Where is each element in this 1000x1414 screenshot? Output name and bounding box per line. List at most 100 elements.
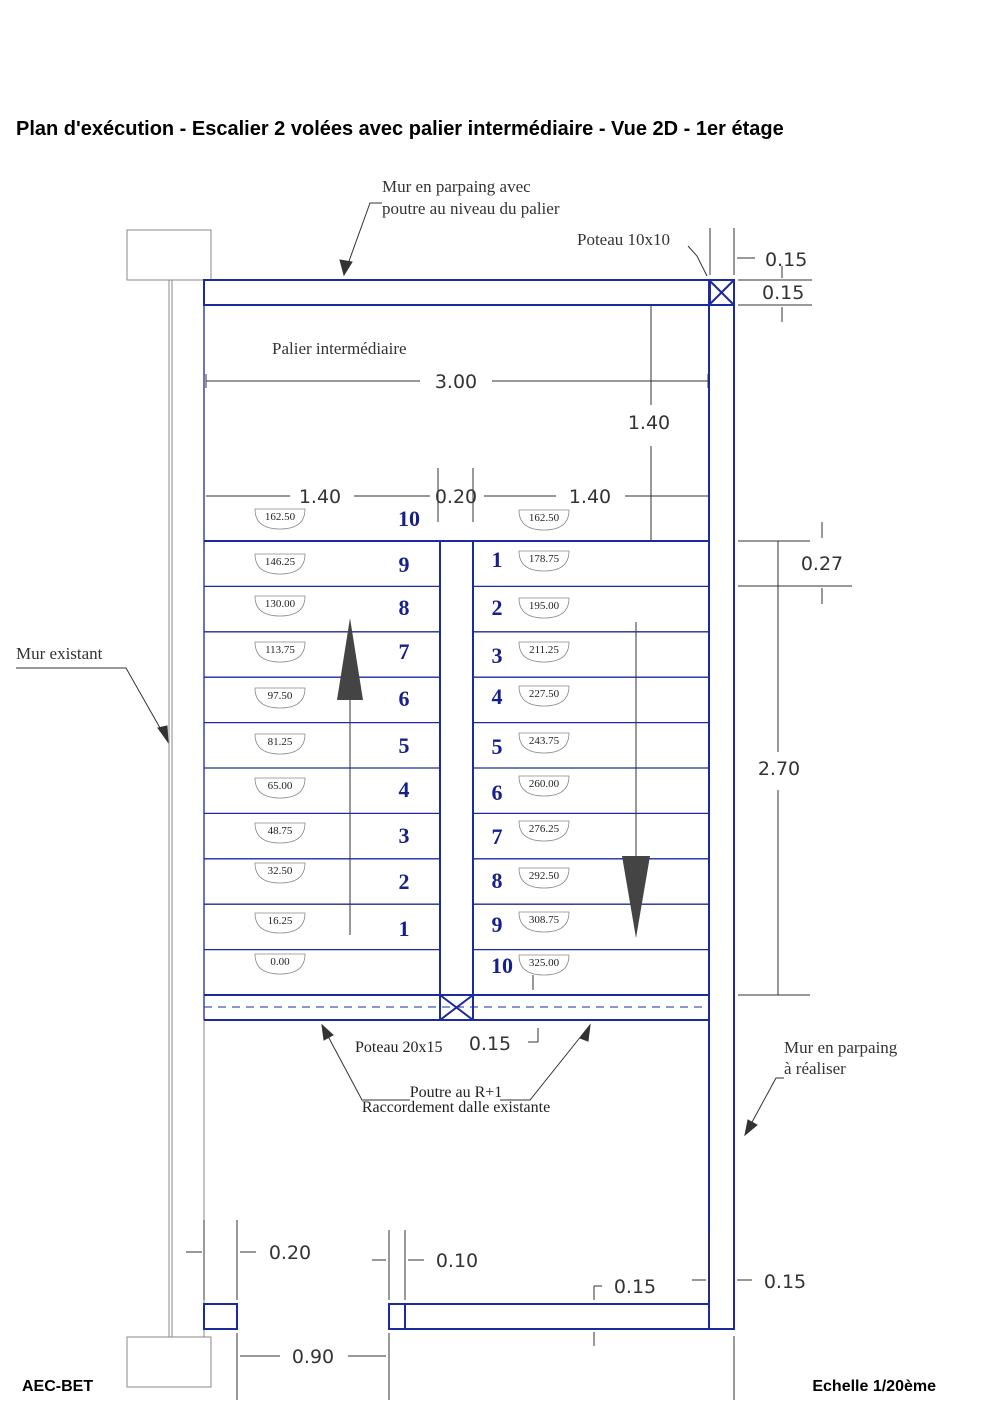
right-step-number: 1	[492, 547, 503, 572]
dimension-lines	[186, 228, 852, 1400]
leader-lines	[16, 202, 784, 1137]
left-step-number: 1	[399, 916, 410, 941]
dim-right-wall-bottom: 0.15	[764, 1271, 806, 1293]
left-step-number: 3	[399, 823, 410, 848]
elevation-value: 130.00	[265, 598, 296, 610]
left-step-number: 9	[399, 552, 410, 577]
elevation-tag-outline	[254, 953, 306, 975]
elevation-value: 32.50	[268, 865, 293, 877]
dim-riser-depth: 0.27	[801, 553, 843, 575]
down-arrow	[622, 622, 650, 938]
elevation-value: 48.75	[268, 825, 293, 837]
elevation-value: 178.75	[529, 553, 560, 565]
right-step-number: 4	[492, 684, 503, 709]
elevation-tag: 65.00	[254, 777, 306, 799]
note-beam-line1: Poutre au R+1	[410, 1084, 503, 1101]
elevation-tag-outline	[254, 912, 306, 934]
right-step-number: 6	[492, 780, 503, 805]
elevation-value: 162.50	[265, 511, 296, 523]
elevation-tag: 97.50	[254, 687, 306, 709]
right-step-number: 9	[492, 912, 503, 937]
elevation-value: 292.50	[529, 870, 560, 882]
company-name: AEC-BET	[22, 1378, 93, 1395]
elevation-tag: 211.25	[518, 641, 570, 663]
bottom-wall	[203, 1303, 710, 1330]
dim-landing-depth: 1.40	[628, 412, 670, 434]
dim-left-wall-bottom: 0.20	[269, 1242, 311, 1264]
elevation-tag: 130.00	[254, 595, 306, 617]
left-step-number: 4	[399, 777, 410, 802]
note-wall-beam-line1: Mur en parpaing avec	[382, 177, 531, 196]
elevation-tag-outline	[254, 862, 306, 884]
left-step-number: 8	[399, 595, 410, 620]
right-step-number: 5	[492, 734, 503, 759]
dim-opening: 0.90	[292, 1346, 334, 1368]
elevation-tag-outline	[254, 641, 306, 663]
dim-post-bottom: 0.15	[469, 1033, 511, 1055]
left-step-number: 7	[399, 639, 410, 664]
elevation-tag: 162.50	[254, 508, 306, 530]
elevation-tag-outline	[254, 733, 306, 755]
elevation-value: 113.75	[265, 644, 295, 656]
dim-center-wall: 0.20	[435, 486, 477, 508]
elevation-tag: 308.75	[518, 911, 570, 933]
note-new-wall-line1: Mur en parpaing	[784, 1038, 898, 1057]
elevation-value: 81.25	[268, 736, 293, 748]
elevation-tag-outline	[254, 508, 306, 530]
note-post-10x10: Poteau 10x10	[577, 230, 670, 249]
elevation-tag-outline	[518, 685, 570, 707]
center-wall	[439, 540, 474, 1021]
right-wall	[708, 304, 735, 1330]
elevation-value: 243.75	[529, 735, 560, 747]
dim-flight-length: 2.70	[758, 758, 800, 780]
left-step-number: 6	[399, 686, 410, 711]
elevation-tag-outline	[518, 954, 570, 976]
dim-left-flight: 1.40	[299, 486, 341, 508]
up-arrow	[337, 618, 363, 935]
elevation-value: 325.00	[529, 957, 560, 969]
elevation-tag: 227.50	[518, 685, 570, 707]
elevation-tag-outline	[518, 550, 570, 572]
elevation-value: 195.00	[529, 600, 560, 612]
right-step-number: 10	[491, 953, 513, 978]
right-step-number: 3	[492, 643, 503, 668]
elevation-value: 308.75	[529, 914, 560, 926]
note-new-wall-line2: à réaliser	[784, 1059, 846, 1078]
elevation-tag: 113.75	[254, 641, 306, 663]
elevation-tag-outline	[518, 641, 570, 663]
elevation-tag: 16.25	[254, 912, 306, 934]
existing-wall	[126, 229, 212, 1388]
dim-width-total: 3.00	[435, 371, 477, 393]
note-beam-line2: Raccordement dalle existante	[362, 1099, 550, 1116]
elevation-tag: 276.25	[518, 820, 570, 842]
elevation-value: 260.00	[529, 778, 560, 790]
drawing-title: Plan d'exécution - Escalier 2 volées ave…	[16, 118, 784, 140]
elevation-value: 211.25	[529, 644, 559, 656]
elevation-tag-outline	[518, 775, 570, 797]
elevation-value: 0.00	[270, 956, 290, 968]
elevation-tag-outline	[518, 867, 570, 889]
elevation-value: 162.50	[529, 512, 560, 524]
elevation-tag: 195.00	[518, 597, 570, 619]
left-step-number: 10	[398, 506, 420, 531]
elevation-tag-outline	[254, 687, 306, 709]
elevation-tag: 260.00	[518, 775, 570, 797]
elevation-tag: 0.00	[254, 953, 306, 975]
right-flight-treads	[473, 585, 709, 951]
note-wall-beam-line2: poutre au niveau du palier	[382, 199, 560, 218]
dim-bottom-wall: 0.15	[614, 1276, 656, 1298]
dim-top-wall: 0.15	[765, 249, 807, 271]
note-post-20x15: Poteau 20x15	[355, 1039, 443, 1056]
left-flight-treads	[204, 540, 440, 951]
elevation-tag: 178.75	[518, 550, 570, 572]
elevation-tag-outline	[518, 820, 570, 842]
elevation-tag-outline	[254, 822, 306, 844]
elevation-value: 16.25	[268, 915, 293, 927]
elevation-tag-outline	[518, 597, 570, 619]
left-step-number: 2	[399, 869, 410, 894]
elevation-value: 97.50	[268, 690, 293, 702]
elevation-tag: 292.50	[518, 867, 570, 889]
drawing-scale: Echelle 1/20ème	[812, 1378, 936, 1395]
dim-right-flight: 1.40	[569, 486, 611, 508]
